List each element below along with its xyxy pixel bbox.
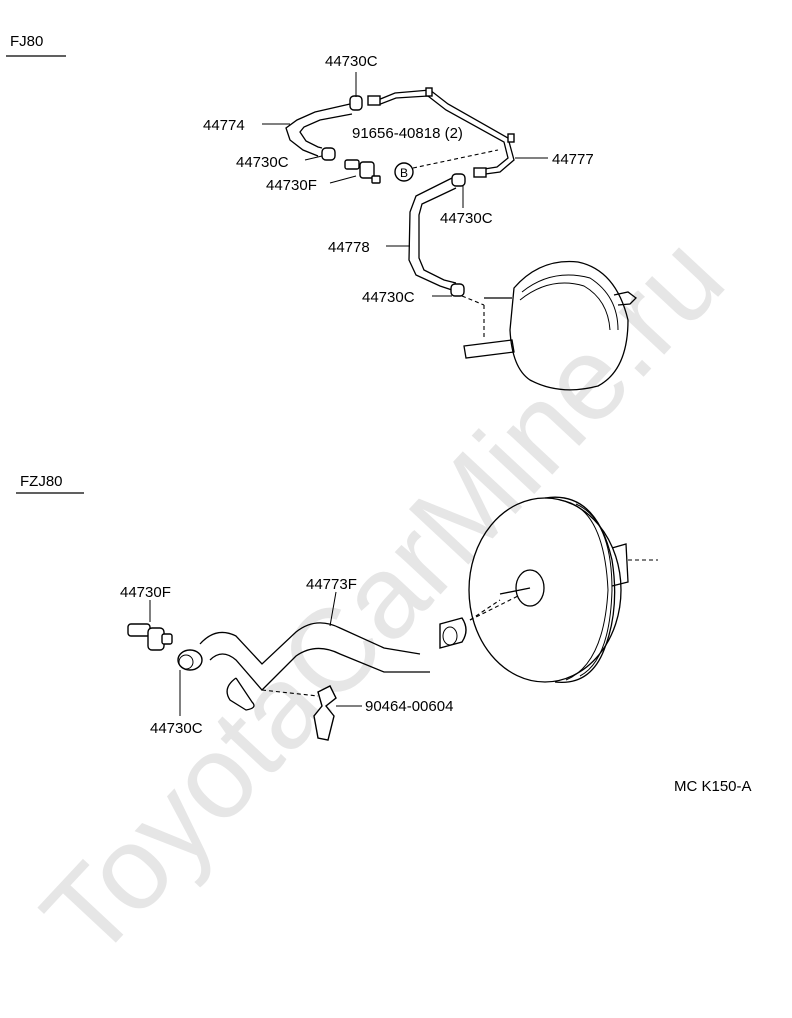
label-hose-44778: 44778: [328, 239, 370, 256]
diagram-code: MC K150-A: [674, 778, 752, 795]
clip-44730c-right: [451, 173, 466, 187]
label-hose-44773f: 44773F: [306, 576, 357, 593]
section-title-fzj80: FZJ80: [20, 473, 63, 490]
fj80-section: FJ80 B: [6, 33, 637, 391]
section-title-fj80: FJ80: [10, 33, 43, 50]
label-clip-bottom: 44730C: [362, 289, 415, 306]
brake-booster-fzj80: [468, 496, 658, 684]
label-clip-fzj80: 44730C: [150, 720, 203, 737]
clip-44730c-bottom: [450, 283, 465, 297]
label-clip-top: 44730C: [325, 53, 378, 70]
bolt-dashed-leader: [412, 149, 499, 169]
clip-44730c-left: [321, 147, 336, 161]
label-clamp: 90464-00604: [365, 698, 453, 715]
label-valve-fj80: 44730F: [266, 177, 317, 194]
hose-44774: [285, 103, 353, 157]
clip-44730c-fzj80: [177, 649, 203, 671]
label-valve-fzj80: 44730F: [120, 584, 171, 601]
booster-connect-dash: [469, 599, 501, 621]
booster-dashed-leader: [461, 295, 485, 306]
label-clip-right: 44730C: [440, 210, 493, 227]
brake-booster-fj80: [463, 260, 637, 391]
clamp-dashed-leader: [261, 689, 319, 697]
hose-44773f: [199, 622, 430, 711]
label-bolt-ref: 91656-40818 (2): [352, 125, 463, 142]
label-pipe-44777: 44777: [552, 151, 594, 168]
pipe-fitting-bottom: [473, 167, 487, 178]
label-clip-left: 44730C: [236, 154, 289, 171]
check-valve-44730f-fzj80: [127, 623, 173, 651]
clamp-90464-00604: [313, 685, 337, 741]
hose-44778: [408, 177, 457, 291]
bolt-marker-letter: B: [400, 166, 408, 180]
clip-44730c-top: [349, 95, 363, 111]
pipe-bracket-2: [507, 133, 515, 143]
pipe-fitting-top: [367, 95, 381, 106]
bolt-marker: B: [394, 162, 414, 182]
clip-44730c-booster: [439, 617, 467, 649]
label-hose-44774: 44774: [203, 117, 245, 134]
vacuum-pipe-44777: [367, 87, 515, 178]
check-valve-44730f-fj80: [344, 159, 381, 184]
fzj80-section: FZJ80: [16, 473, 752, 795]
pipe-bracket: [425, 87, 433, 97]
